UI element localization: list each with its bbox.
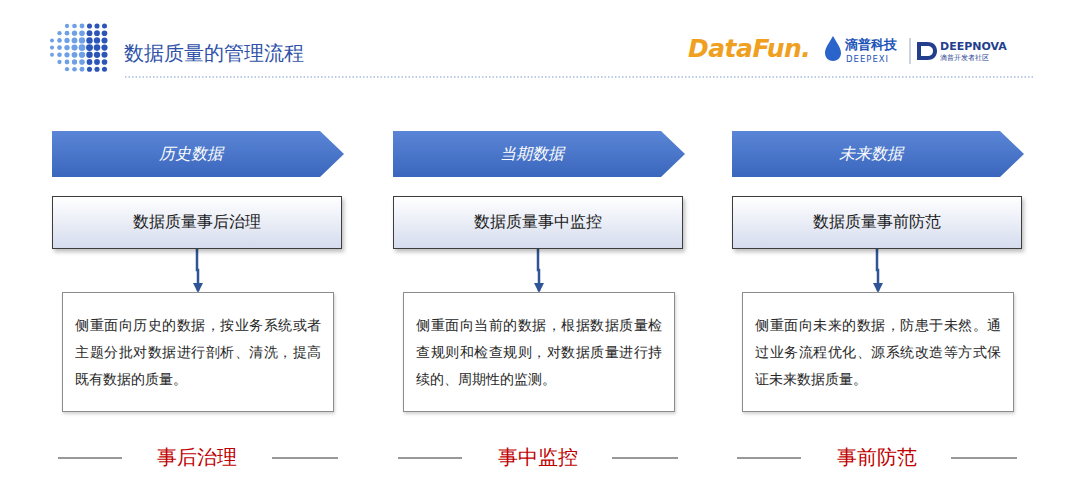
- node-label: 数据质量事前防范: [813, 212, 941, 233]
- sphere-dot: [79, 30, 85, 36]
- sphere-dot: [94, 30, 100, 36]
- description-text: 侧重面向当前的数据，根据数据质量检查规则和检查规则，对数据质量进行持续的、周期性…: [416, 312, 662, 393]
- node-label: 数据质量事后治理: [133, 212, 261, 233]
- sphere-dot: [57, 52, 62, 57]
- sphere-dot: [64, 38, 69, 43]
- sphere-dot: [87, 59, 93, 65]
- sphere-dot: [57, 45, 62, 50]
- logo-text: 滴普开发者社区: [940, 54, 989, 63]
- sphere-dot: [94, 52, 100, 58]
- phase-label: 事中监控: [498, 444, 578, 471]
- header-rule: [125, 77, 1035, 78]
- chevron-band: 历史数据: [52, 131, 344, 177]
- phase-label: 事后治理: [157, 444, 237, 471]
- chevron-band: 当期数据: [393, 131, 685, 177]
- sphere-dot: [101, 52, 107, 58]
- sphere-dot: [65, 31, 70, 36]
- flow-arrow: [197, 249, 198, 291]
- description-box: 侧重面向未来的数据，防患于未然。通过业务流程优化、源系统改造等方式保证未来数据质…: [742, 292, 1014, 412]
- flow-arrow: [877, 249, 878, 291]
- node-label: 未来数据: [839, 144, 917, 165]
- sphere-dot: [64, 45, 69, 50]
- node-label: 历史数据: [159, 144, 237, 165]
- process-box: 数据质量事后治理: [52, 196, 342, 249]
- logo-text: DEEPNOVA: [940, 40, 1007, 53]
- description-text: 侧重面向未来的数据，防患于未然。通过业务流程优化、源系统改造等方式保证未来数据质…: [755, 312, 1001, 393]
- sphere-dot: [71, 45, 77, 51]
- sphere-dot: [72, 52, 78, 58]
- sphere-dot: [94, 37, 100, 43]
- logo-text: 滴普科技: [845, 36, 897, 54]
- sphere-dot: [86, 44, 93, 51]
- sphere-dot: [80, 67, 85, 72]
- sphere-dot: [87, 30, 93, 36]
- description-box: 侧重面向当前的数据，根据数据质量检查规则和检查规则，对数据质量进行持续的、周期性…: [403, 292, 675, 412]
- sphere-dot: [79, 52, 85, 58]
- sphere-dot: [79, 59, 85, 65]
- nova-icon: [917, 42, 937, 60]
- sphere-dot: [86, 37, 92, 43]
- sphere-dot: [94, 59, 100, 65]
- sphere-dot: [72, 59, 77, 64]
- sphere-dot: [79, 44, 86, 51]
- sphere-dot: [50, 53, 54, 57]
- node-label: 数据质量事中监控: [474, 212, 602, 233]
- chevron-band: 未来数据: [732, 131, 1024, 177]
- sphere-dot: [86, 52, 92, 58]
- sphere-dot: [94, 67, 99, 72]
- sphere-dot: [72, 31, 77, 36]
- logo-text: DataFun.: [688, 34, 810, 63]
- sphere-dot: [64, 52, 69, 57]
- sphere-dot: [72, 24, 77, 29]
- sphere-dot: [79, 37, 85, 43]
- sphere-dot: [94, 44, 101, 51]
- sphere-dot: [50, 46, 54, 50]
- sphere-logo: [50, 23, 108, 71]
- sphere-dot: [57, 31, 61, 35]
- phase-label: 事前防范: [837, 444, 917, 471]
- logo-text: DEEPEXI: [846, 54, 889, 64]
- sphere-dot: [57, 60, 61, 64]
- sphere-dot: [80, 24, 85, 29]
- sphere-dot: [57, 38, 62, 43]
- process-box: 数据质量事前防范: [732, 196, 1022, 249]
- sphere-dot: [72, 67, 77, 72]
- description-text: 侧重面向历史的数据，按业务系统或者主题分批对数据进行剖析、清洗，提高既有数据的质…: [75, 312, 321, 393]
- sphere-dot: [101, 37, 107, 43]
- description-box: 侧重面向历史的数据，按业务系统或者主题分批对数据进行剖析、清洗，提高既有数据的质…: [62, 292, 334, 412]
- sphere-dot: [50, 38, 54, 42]
- sphere-dot: [87, 23, 92, 28]
- sphere-dot: [102, 67, 107, 72]
- process-box: 数据质量事中监控: [393, 196, 683, 249]
- sphere-dot: [65, 60, 70, 65]
- logo-divider: [910, 38, 911, 64]
- flow-arrow: [538, 249, 539, 291]
- sphere-dot: [94, 23, 99, 28]
- node-label: 当期数据: [500, 144, 578, 165]
- sphere-dot: [102, 23, 107, 28]
- sphere-dot: [72, 37, 78, 43]
- drop-icon: [825, 36, 841, 61]
- sphere-dot: [87, 67, 92, 72]
- sphere-dot: [102, 59, 108, 65]
- sphere-dot: [65, 24, 69, 28]
- sphere-dot: [65, 67, 69, 71]
- sphere-dot: [102, 30, 108, 36]
- sphere-dot: [101, 44, 107, 50]
- title: 数据质量的管理流程: [124, 40, 304, 67]
